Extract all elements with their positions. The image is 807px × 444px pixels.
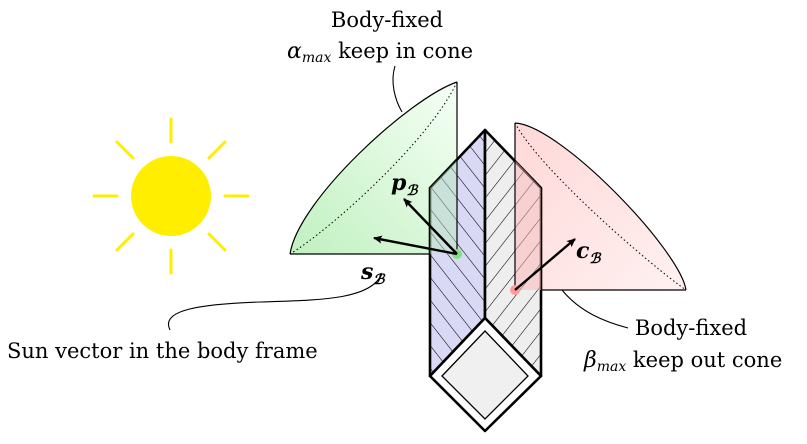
keep-in-cone-overlap	[430, 160, 457, 254]
keep-out-cone-overlap	[515, 160, 541, 290]
vector-p-arrow	[403, 198, 458, 255]
keep-out-leader-line	[561, 289, 629, 329]
vector-s-arrow	[373, 235, 458, 256]
sun-vector-leader-line	[167, 273, 383, 331]
keep-in-label-line2: αmax keep in cone	[287, 39, 473, 66]
vector-c-label: cℬ	[576, 238, 602, 267]
sun-vector-caption: Sun vector in the body frame	[7, 339, 318, 363]
keep-out-label-line2: βmax keep out cone	[583, 348, 782, 375]
vector-p-label: pℬ	[391, 170, 419, 199]
vector-s-label: sℬ	[360, 259, 386, 288]
keep-in-label-line1: Body-fixed	[331, 8, 443, 32]
keep-in-leader-line	[392, 65, 403, 113]
vector-c-arrow	[514, 238, 576, 291]
keep-out-cone	[514, 122, 687, 291]
keep-out-label-line1: Body-fixed	[635, 316, 747, 340]
sun-icon	[92, 117, 250, 275]
